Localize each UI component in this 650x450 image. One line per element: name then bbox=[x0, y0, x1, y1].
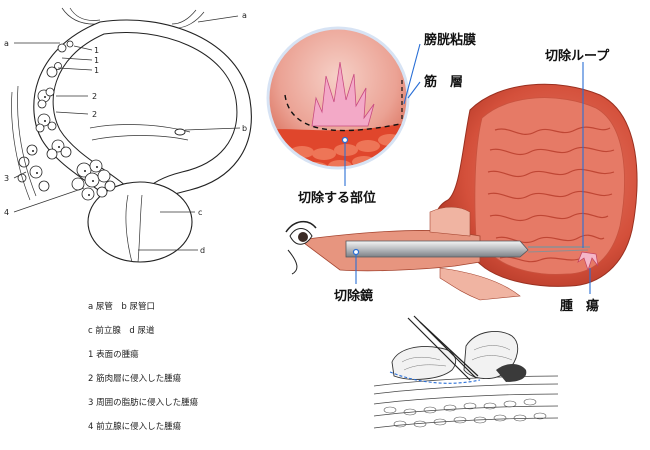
label-bladder-mucosa: 膀胱粘膜 bbox=[423, 32, 476, 48]
label-resection-loop: 切除ループ bbox=[545, 48, 610, 64]
legend-line-5: 3 周囲の脂肪に侵入した腫瘍 bbox=[88, 398, 199, 408]
legend-line-3: 1 表面の腫瘍 bbox=[88, 350, 139, 360]
label-4: 4 bbox=[4, 208, 9, 217]
label-a-left: a bbox=[4, 39, 9, 48]
label-resectoscope: 切除鏡 bbox=[334, 288, 373, 304]
label-a-top: a bbox=[242, 11, 247, 20]
legend-line-6: 4 前立腺に侵入した腫瘍 bbox=[88, 422, 182, 432]
label-c: c bbox=[198, 208, 202, 217]
magnified-inset bbox=[266, 26, 410, 170]
tissue-resection-sketch bbox=[372, 315, 560, 436]
label-2-first: 2 bbox=[92, 92, 97, 101]
label-1-first: 1 bbox=[94, 46, 99, 55]
legend-line-1: a 尿管 b 尿管口 bbox=[88, 302, 156, 312]
label-3: 3 bbox=[4, 174, 9, 183]
label-1-second: 1 bbox=[94, 56, 99, 65]
label-d: d bbox=[200, 246, 205, 255]
legend-line-4: 2 筋肉層に侵入した腫瘍 bbox=[88, 374, 182, 384]
label-b: b bbox=[242, 124, 247, 133]
bladder-tumor bbox=[577, 251, 599, 272]
label-tumor: 腫 瘍 bbox=[560, 298, 599, 314]
label-1-third: 1 bbox=[94, 66, 99, 75]
label-resection-site: 切除する部位 bbox=[298, 190, 376, 206]
bladder-cross-section-diagram: a a 1 1 1 2 2 b 3 4 c d bbox=[4, 7, 252, 263]
leader-lines bbox=[341, 43, 591, 294]
resection-illustration bbox=[285, 83, 638, 301]
label-muscle-layer: 筋 層 bbox=[423, 74, 463, 90]
label-2-second: 2 bbox=[92, 110, 97, 119]
legend-line-2: c 前立腺 d 尿道 bbox=[88, 326, 155, 336]
eye-icon bbox=[285, 220, 317, 275]
